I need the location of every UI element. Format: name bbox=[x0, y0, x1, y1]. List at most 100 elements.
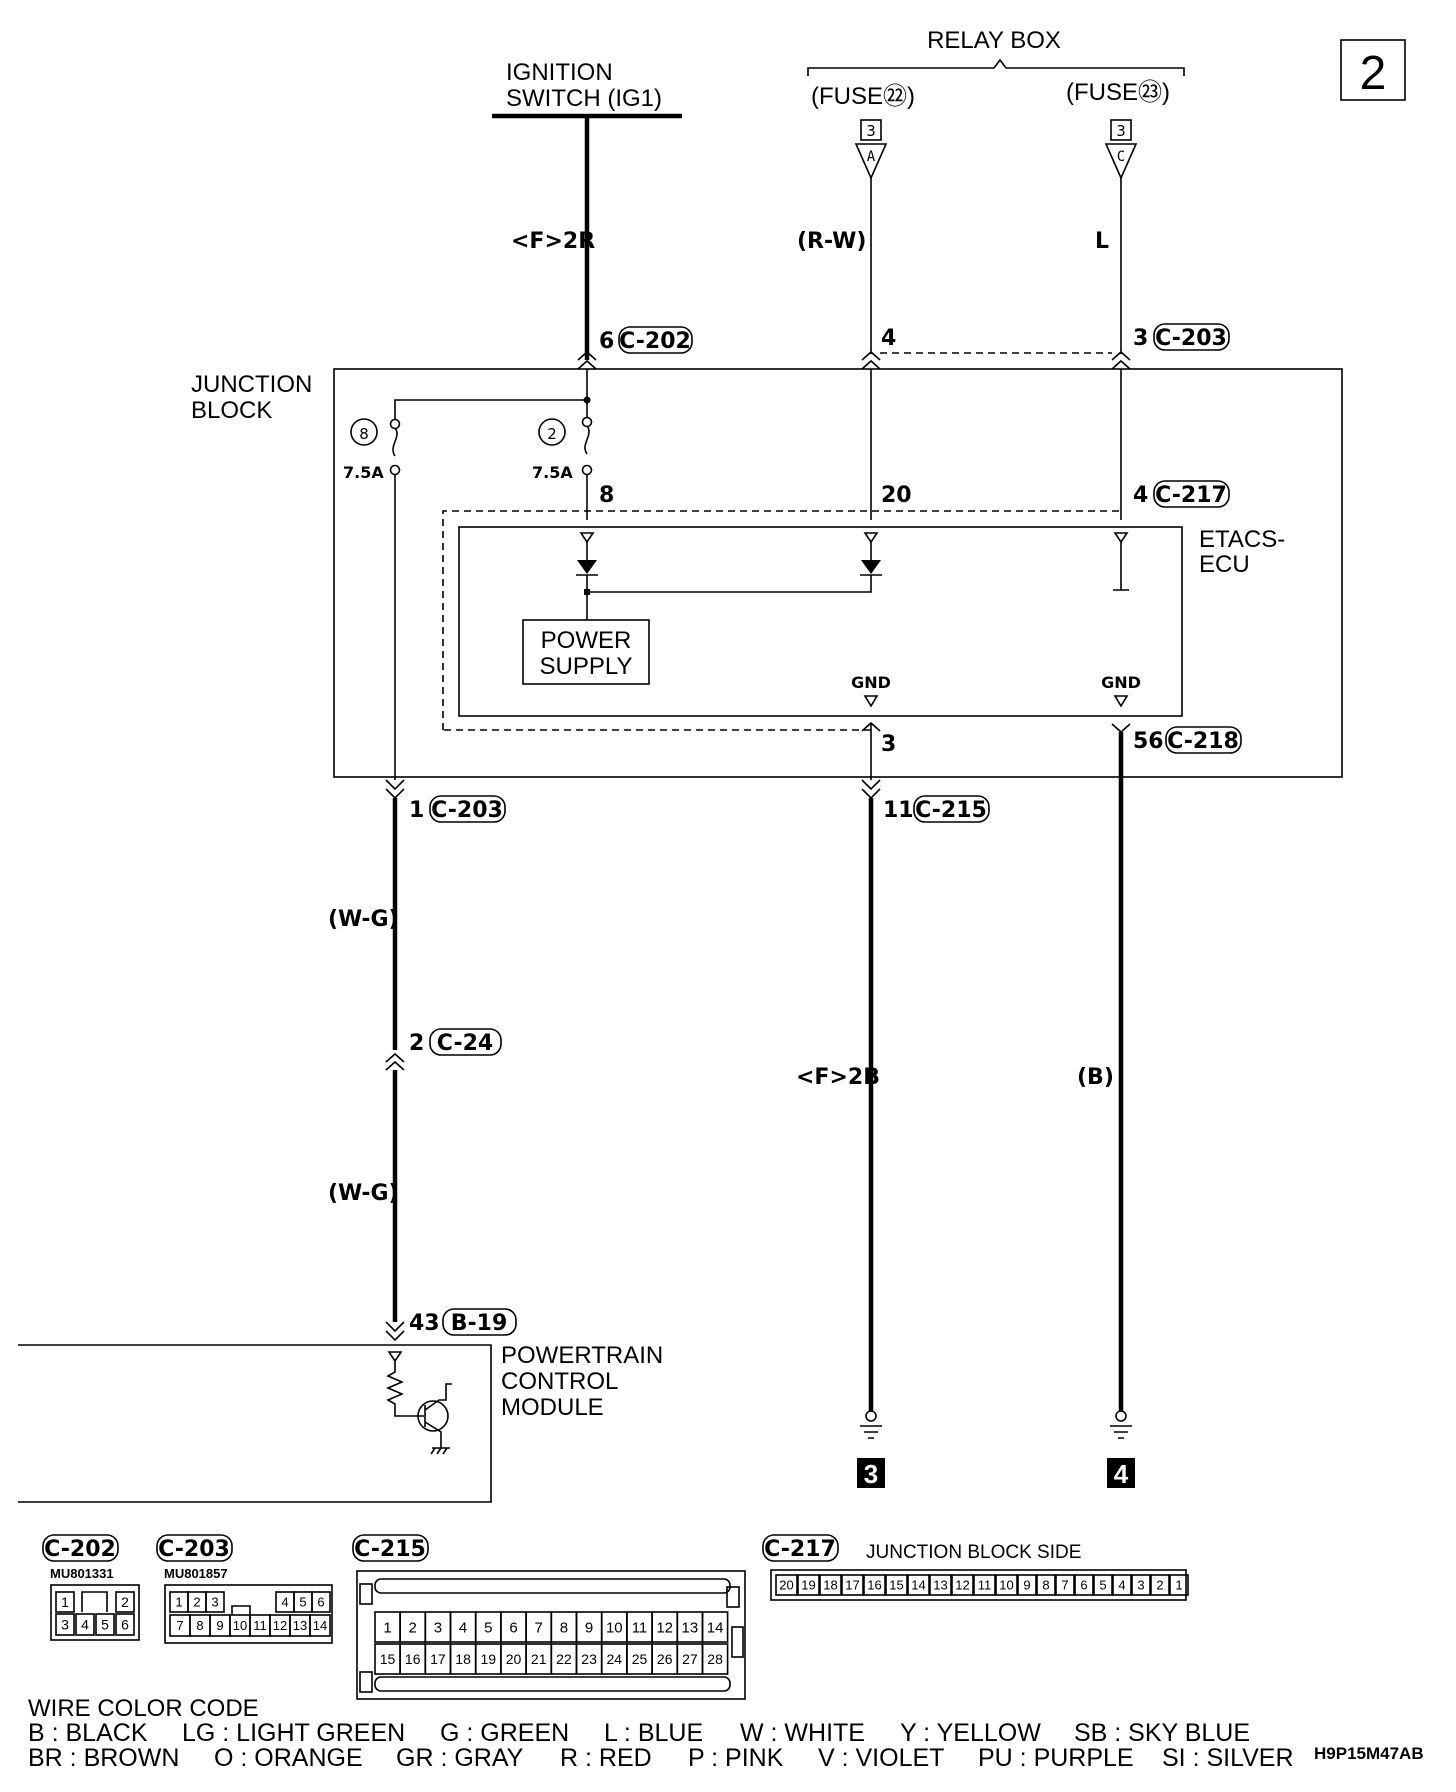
c203-pin-5: 5 bbox=[299, 1595, 306, 1610]
connector-p3-terminal bbox=[861, 721, 881, 732]
c217-pin-6: 6 bbox=[1080, 1578, 1087, 1593]
ecu-input-4-terminal bbox=[1113, 532, 1129, 544]
wire-f2b-color: <F>2B bbox=[796, 1065, 880, 1090]
fuse8-number-circle bbox=[350, 418, 378, 446]
c217-pin-5-cell bbox=[1093, 1574, 1113, 1596]
fuse8-terminal-top bbox=[389, 418, 401, 430]
c217-pin-12-cell bbox=[951, 1574, 974, 1596]
c215-pin-10: 10 bbox=[606, 1619, 623, 1636]
c203-pin-6-cell bbox=[311, 1591, 331, 1613]
c215-pin-24: 24 bbox=[607, 1651, 623, 1667]
connector-tag-c203-text: C-203 bbox=[1155, 326, 1227, 351]
c215-pin-4: 4 bbox=[459, 1619, 467, 1636]
c215-pin-27: 27 bbox=[682, 1651, 698, 1667]
c217-pin-1: 1 bbox=[1175, 1578, 1182, 1593]
c202-pin-3: 3 bbox=[61, 1617, 69, 1633]
gnd1-label: GND bbox=[851, 673, 891, 692]
wire-b-color: (B) bbox=[1077, 1065, 1114, 1090]
fuse2-number-circle bbox=[538, 418, 566, 446]
c203-pin-8: 8 bbox=[196, 1618, 203, 1633]
c217-pin-3: 3 bbox=[1137, 1578, 1144, 1593]
c217-pin-1-cell bbox=[1169, 1574, 1189, 1596]
c215-pin-19: 19 bbox=[481, 1651, 497, 1667]
wire-color-br: BR : BROWN bbox=[28, 1744, 179, 1772]
pin-c202-6: 6 bbox=[599, 329, 614, 354]
c215-key-3 bbox=[726, 1586, 740, 1608]
c217-pin-19-cell bbox=[797, 1574, 820, 1596]
fuse2-terminal-bottom bbox=[581, 464, 593, 476]
c215-pin-3: 3 bbox=[434, 1619, 442, 1636]
wire-color-w: W : WHITE bbox=[740, 1719, 865, 1747]
c217-pin-19: 19 bbox=[801, 1578, 815, 1593]
pcm-transistor-body bbox=[417, 1400, 449, 1432]
relay-connector-c-box bbox=[1110, 119, 1132, 141]
wire-color-y: Y : YELLOW bbox=[900, 1719, 1041, 1747]
c202-pin-6-cell bbox=[115, 1613, 135, 1636]
pin-c217-4: 4 bbox=[1133, 483, 1148, 508]
ecu-input-8-terminal bbox=[579, 532, 595, 544]
c215-pin-28-cell bbox=[701, 1643, 729, 1675]
junction-block-box bbox=[333, 368, 1343, 778]
fuse23-label: (FUSE㉓) bbox=[1066, 79, 1170, 106]
etacs-ecu-label-1: ETACS- bbox=[1199, 526, 1285, 553]
c217-pin-2-cell bbox=[1150, 1574, 1170, 1596]
connector-c203-3-terminal bbox=[1111, 350, 1131, 370]
fuse2-number: 2 bbox=[547, 425, 557, 443]
etacs-dashed-outline bbox=[442, 510, 1121, 731]
c202-pin-1: 1 bbox=[61, 1594, 69, 1610]
pin-c203-3: 3 bbox=[1133, 326, 1148, 351]
ground4-number: 4 bbox=[1114, 1459, 1129, 1489]
ignition-switch-label-1: IGNITION bbox=[506, 59, 613, 86]
c215-pin-6: 6 bbox=[509, 1619, 517, 1636]
c215-pin-8: 8 bbox=[560, 1619, 568, 1636]
legend-tag-c215 bbox=[352, 1534, 429, 1562]
c217-pin-8-cell bbox=[1036, 1574, 1056, 1596]
wire-color-o: O : ORANGE bbox=[214, 1744, 363, 1772]
c202-housing bbox=[50, 1584, 140, 1641]
c215-pin-17: 17 bbox=[430, 1651, 446, 1667]
connector-c202-terminal bbox=[577, 350, 597, 370]
pin-c215-11: 11 bbox=[883, 798, 914, 823]
connector-tag-b19-text: B-19 bbox=[451, 1311, 508, 1336]
c215-pin-7: 7 bbox=[535, 1619, 543, 1636]
c202-pin-3-cell bbox=[55, 1613, 75, 1636]
fuse8-number: 8 bbox=[359, 425, 369, 443]
c215-pin-13: 13 bbox=[682, 1619, 699, 1636]
relay-connector-c-terminal bbox=[1104, 143, 1138, 180]
wire-w-g-1-color: (W-G) bbox=[328, 907, 399, 932]
c202-pin-5: 5 bbox=[101, 1617, 109, 1633]
connector-tag-b19 bbox=[442, 1308, 517, 1336]
wire-color-b: B : BLACK bbox=[28, 1719, 148, 1747]
connector-tag-c24-text: C-24 bbox=[437, 1031, 493, 1056]
c217-pin-18: 18 bbox=[823, 1578, 837, 1593]
pin-b19-43: 43 bbox=[409, 1311, 440, 1336]
pin-c203-1: 1 bbox=[409, 798, 424, 823]
wire-color-r: R : RED bbox=[560, 1744, 652, 1772]
c217-pin-3-cell bbox=[1131, 1574, 1151, 1596]
c203-pin-6: 6 bbox=[317, 1595, 324, 1610]
jb-fuse8-feed bbox=[394, 399, 587, 420]
relay-connector-a-box bbox=[860, 119, 882, 141]
connector-tag-c217 bbox=[1153, 480, 1230, 508]
c217-pin-9: 9 bbox=[1023, 1578, 1030, 1593]
connector-tag-c217-text: C-217 bbox=[1155, 483, 1227, 508]
ground3-badge bbox=[857, 1458, 885, 1488]
c215-pin-2: 2 bbox=[409, 1619, 417, 1636]
ground3-symbol bbox=[860, 1425, 882, 1439]
c215-pin-11: 11 bbox=[632, 1619, 648, 1636]
drawing-code: H9P15M47AB bbox=[1314, 1744, 1424, 1763]
wire-color-pu: PU : PURPLE bbox=[978, 1744, 1134, 1772]
wire-color-l: L : BLUE bbox=[604, 1719, 703, 1747]
c217-pin-20: 20 bbox=[779, 1578, 793, 1593]
c215-pin-16: 16 bbox=[405, 1651, 421, 1667]
c215-housing bbox=[356, 1570, 746, 1700]
ecu-input-20-terminal bbox=[863, 532, 879, 544]
diode-junction bbox=[584, 589, 590, 595]
c203-pin-3: 3 bbox=[211, 1595, 218, 1610]
pin-c24-2: 2 bbox=[409, 1031, 424, 1056]
connector-tag-c215 bbox=[913, 795, 990, 823]
c203-pin-12: 12 bbox=[273, 1618, 287, 1633]
power-supply-label-1: POWER bbox=[541, 627, 632, 654]
